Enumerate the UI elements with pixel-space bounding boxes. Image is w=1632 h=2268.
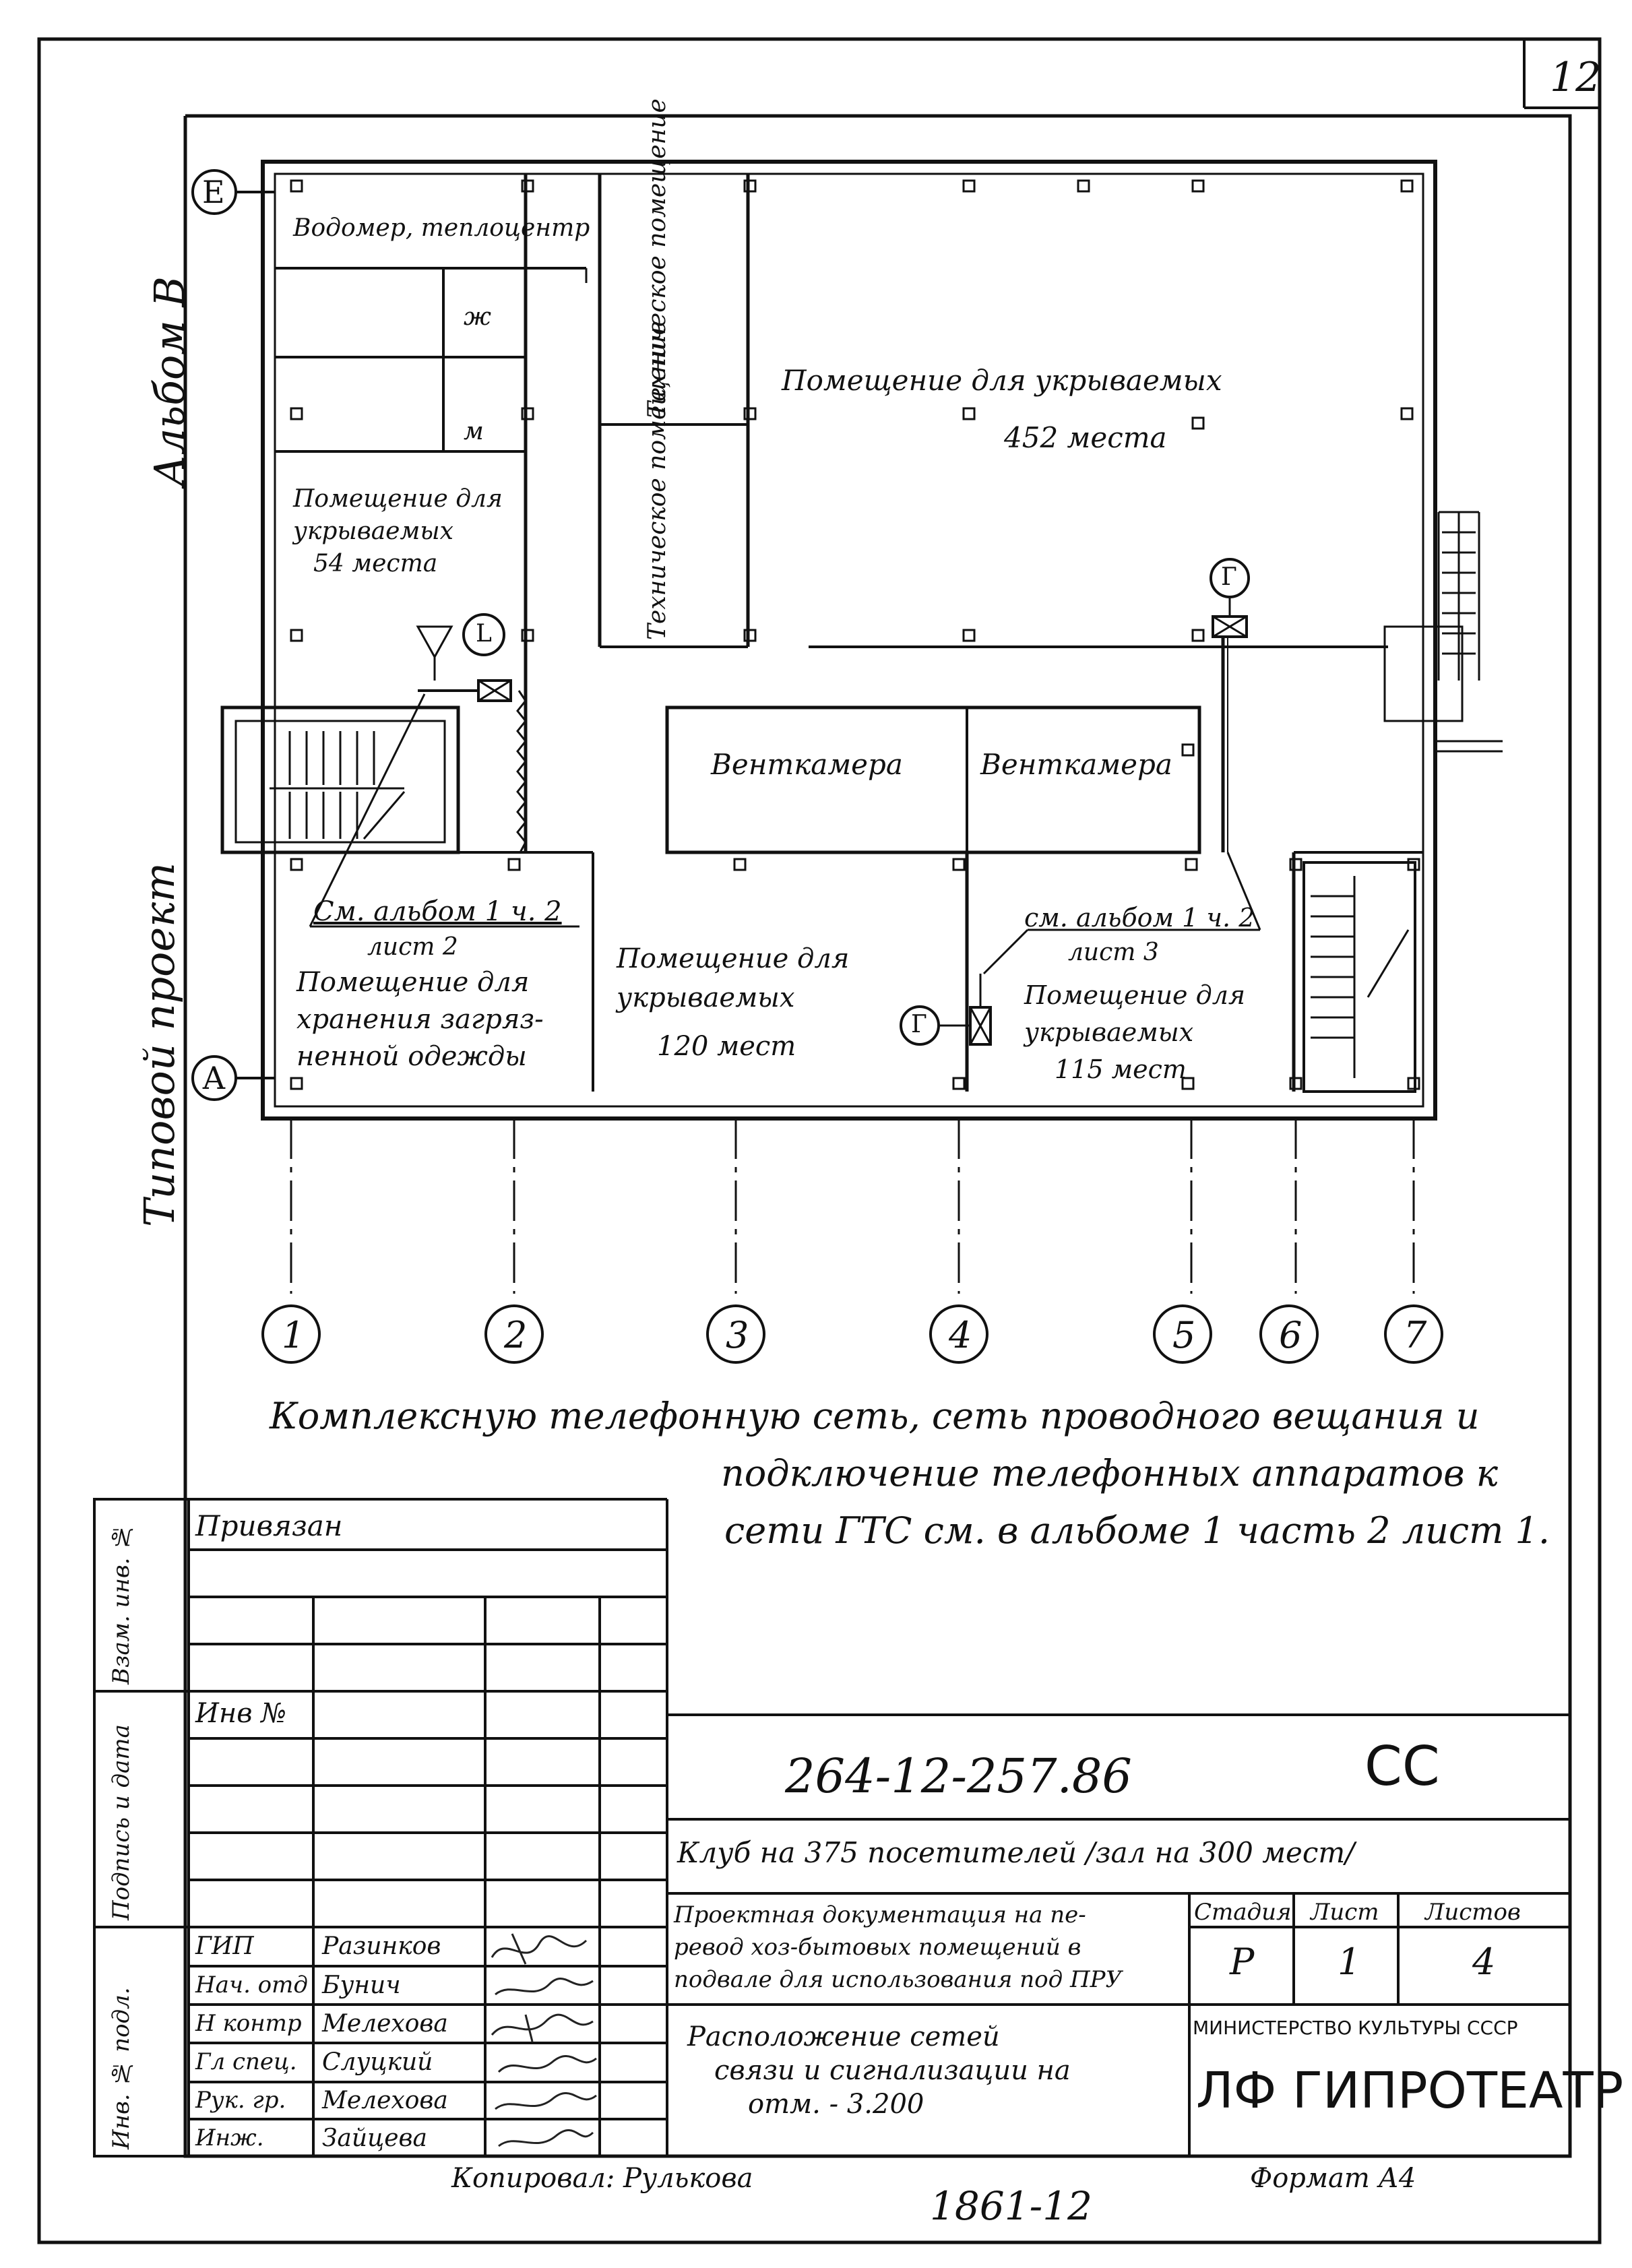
project-name-3: подвале для использования под ПРУ [674, 1966, 1123, 1993]
axis-2: 2 [504, 1314, 528, 1356]
project-name-1: Проектная документация на пе- [674, 1901, 1086, 1928]
room-vodomer: Водомер, теплоцентр [293, 214, 590, 242]
room-big-hall-title: Помещение для укрываемых [782, 364, 1222, 397]
stamp-podpis-data: Подпись и дата [108, 1724, 135, 1920]
room54-line3: 54 места [313, 550, 438, 577]
room115-line2: укрываемых [1024, 1017, 1194, 1047]
name-5: Зайцева [322, 2124, 427, 2152]
ref2-line1: см. альбом 1 ч. 2 [1024, 903, 1255, 933]
stamp-inv-podl: Инв. № подл. [108, 1987, 135, 2149]
sheet-value: 1 [1338, 1941, 1361, 1983]
sheet-label: Лист [1311, 1899, 1379, 1926]
stamp-inv-no: Инв № [195, 1698, 287, 1729]
ref1-line2: лист 2 [367, 933, 458, 961]
room-m: м [464, 418, 484, 445]
role-2: Н контр [195, 2010, 302, 2037]
note-line2: подключение телефонных аппаратов к [721, 1452, 1498, 1494]
axis-3: 3 [726, 1314, 749, 1356]
room120-line2: укрываемых [617, 982, 795, 1013]
sheet-title-1: Расположение сетей [687, 2021, 1000, 2052]
role-4: Рук. гр. [195, 2087, 286, 2114]
axis-1: 1 [282, 1314, 305, 1356]
role-1: Нач. отд [195, 1972, 308, 1998]
bottom-code: 1861-12 [930, 2183, 1093, 2229]
doc-mark: СС [1364, 1735, 1440, 1798]
axis-5: 5 [1172, 1314, 1196, 1356]
stage-value: Р [1230, 1941, 1255, 1983]
signatures [491, 1933, 597, 2147]
ref1-line1: См. альбом 1 ч. 2 [313, 896, 562, 927]
storage-line1: Помещение для [296, 967, 530, 998]
role-3: Гл спец. [195, 2048, 297, 2075]
sheet-title-2: связи и сигнализации на [714, 2055, 1071, 2086]
object-name: Клуб на 375 посетителей /зал на 300 мест… [677, 1836, 1355, 1869]
format: Формат А4 [1250, 2163, 1416, 2194]
copied-by: Копировал: Рулькова [451, 2163, 753, 2194]
room115-line3: 115 мест [1055, 1054, 1187, 1084]
project-label: Типовой проект [135, 862, 184, 1228]
vent-chamber-2: Венткамера [980, 748, 1172, 781]
sheets-value: 4 [1472, 1941, 1496, 1983]
name-2: Мелехова [322, 2010, 448, 2038]
room120-line3: 120 мест [657, 1031, 796, 1062]
album-label: Альбом В [145, 276, 194, 487]
ref2-line2: лист 3 [1068, 939, 1159, 966]
symbol-l: L [476, 620, 492, 648]
sheet-title-3: отм. - 3.200 [748, 2089, 924, 2120]
name-3: Слуцкий [322, 2048, 433, 2076]
ministry: МИНИСТЕРСТВО КУЛЬТУРЫ СССР [1193, 2017, 1518, 2039]
project-name-2: ревод хоз-бытовых помещений в [674, 1934, 1081, 1961]
corner-mark: 12 [1550, 54, 1602, 101]
storage-line3: ненной одежды [296, 1041, 527, 1072]
room54-line1: Помещение для [293, 485, 503, 513]
name-1: Бунич [322, 1972, 401, 1999]
room54-line2: укрываемых [293, 517, 453, 545]
room-zh: ж [464, 303, 491, 331]
room-tech-2: Техническое помещение [644, 321, 671, 640]
symbol-g-top: Г [1221, 563, 1237, 591]
stamp-vzam-inv: Взам. инв. № [108, 1523, 135, 1684]
vent-chamber-1: Венткамера [711, 748, 903, 781]
stage-label: Стадия [1194, 1899, 1292, 1926]
symbol-g-bottom: Г [911, 1011, 927, 1038]
room-big-hall-seats: 452 места [1004, 421, 1167, 454]
stamp-privyazan: Привязан [195, 1509, 343, 1542]
role-0: ГИП [195, 1932, 254, 1960]
note-line3: сети ГТС см. в альбоме 1 часть 2 лист 1. [724, 1509, 1550, 1552]
role-5: Инж. [195, 2124, 264, 2151]
name-0: Разинков [322, 1932, 441, 1960]
organization: ЛФ ГИПРОТЕАТР [1196, 2062, 1624, 2120]
storage-line2: хранения загряз- [296, 1004, 544, 1035]
axis-7: 7 [1404, 1314, 1427, 1356]
axis-a: А [202, 1060, 226, 1096]
axis-6: 6 [1279, 1314, 1303, 1356]
axis-4: 4 [949, 1314, 972, 1356]
room120-line1: Помещение для [617, 943, 850, 974]
room115-line1: Помещение для [1024, 980, 1246, 1010]
sheets-label: Листов [1425, 1899, 1521, 1926]
axis-e: Е [202, 174, 225, 210]
doc-code: 264-12-257.86 [785, 1749, 1132, 1804]
name-4: Мелехова [322, 2087, 448, 2114]
note-line1: Комплексную телефонную сеть, сеть провод… [270, 1395, 1480, 1437]
